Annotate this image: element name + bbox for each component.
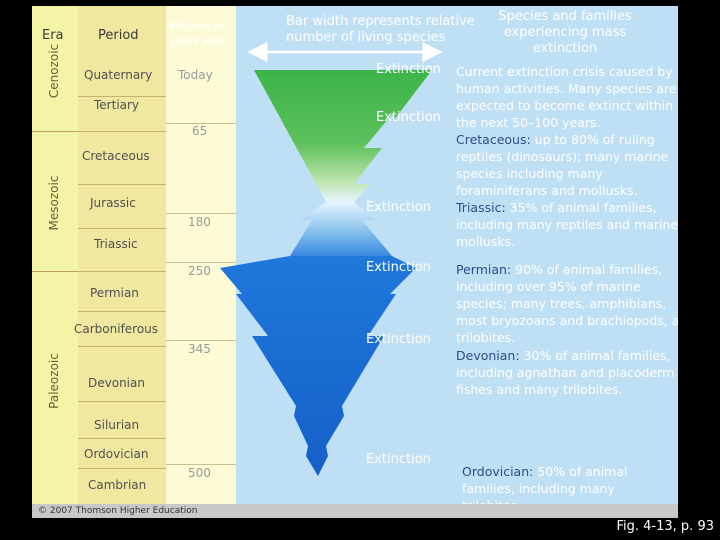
era-divider <box>32 271 78 272</box>
period-divider <box>78 96 166 97</box>
extinction-name: Triassic: <box>456 200 506 215</box>
extinction-label-cretaceous: Extinction <box>376 110 441 125</box>
extinction-text: Current extinction crisis caused by huma… <box>456 64 677 130</box>
extinction-label-permian: Extinction <box>366 260 431 275</box>
time-65: 65 <box>192 124 208 138</box>
extinction-text: 90% of animal families, including over 9… <box>456 262 678 345</box>
period-header: Period <box>98 28 139 43</box>
time-345: 345 <box>188 342 211 356</box>
period-cretaceous: Cretaceous <box>82 149 150 163</box>
time-180: 180 <box>188 215 211 229</box>
paleozoic-shape <box>220 256 416 476</box>
time-tick <box>166 464 236 465</box>
extinction-text: 30% of animal families, including agnath… <box>456 348 675 397</box>
diagram-panel: Era Period Millions of years ago Cenozoi… <box>32 6 678 518</box>
period-column <box>78 6 166 518</box>
extinction-name: Cretaceous: <box>456 132 531 147</box>
era-header: Era <box>42 28 64 43</box>
period-tertiary: Tertiary <box>94 98 140 112</box>
extinction-label-ordovician: Extinction <box>366 452 431 467</box>
copyright-notice: © 2007 Thomson Higher Education <box>32 504 678 518</box>
extinction-label-triassic: Extinction <box>366 200 431 215</box>
period-divider <box>78 184 166 185</box>
period-carboniferous: Carboniferous <box>74 322 159 336</box>
bar-width-note: Bar width represents relative number of … <box>286 14 475 45</box>
time-250: 250 <box>188 264 211 278</box>
extinction-text-triassic: Triassic: 35% of animal families, includ… <box>456 199 678 250</box>
period-triassic: Triassic <box>94 237 138 251</box>
period-divider <box>78 131 166 132</box>
time-500: 500 <box>188 466 211 480</box>
extinction-text-permian: Permian: 90% of animal families, includi… <box>456 261 678 346</box>
millions-header: Millions of years ago <box>169 20 225 47</box>
time-today: Today <box>178 68 213 82</box>
extinction-text-current: Current extinction crisis caused by huma… <box>456 63 678 131</box>
period-jurassic: Jurassic <box>90 196 136 210</box>
extinction-text-devonian: Devonian: 30% of animal families, includ… <box>456 347 678 398</box>
period-ordovician: Ordovician <box>84 447 149 461</box>
period-devonian: Devonian <box>88 376 145 390</box>
period-divider <box>78 311 166 312</box>
era-column <box>32 6 78 518</box>
species-width-diagram <box>220 42 443 476</box>
mass-extinction-header: Species and families experiencing mass e… <box>498 9 632 56</box>
period-divider <box>78 401 166 402</box>
period-cambrian: Cambrian <box>88 478 147 492</box>
period-quaternary: Quaternary <box>84 68 153 82</box>
era-divider <box>32 131 78 132</box>
time-tick <box>166 213 236 214</box>
period-silurian: Silurian <box>94 418 140 432</box>
extinction-label-current: Extinction <box>376 62 441 77</box>
time-tick <box>166 123 236 124</box>
time-tick <box>166 262 236 263</box>
extinction-label-devonian: Extinction <box>366 332 431 347</box>
extinction-name: Permian: <box>456 262 512 277</box>
period-divider <box>78 271 166 272</box>
extinction-name: Devonian: <box>456 348 520 363</box>
cenozoic-mesozoic-shape <box>254 70 432 202</box>
period-divider <box>78 228 166 229</box>
extinction-text: up to 80% of ruling reptiles (dinosaurs)… <box>456 132 669 198</box>
triassic-shape <box>290 202 392 256</box>
figure-reference: Fig. 4-13, p. 93 <box>616 519 715 534</box>
extinction-name: Ordovician: <box>462 464 534 479</box>
period-permian: Permian <box>90 286 139 300</box>
time-tick <box>166 340 236 341</box>
period-divider <box>78 468 166 469</box>
extinction-text-cretaceous: Cretaceous: up to 80% of ruling reptiles… <box>456 131 678 199</box>
period-divider <box>78 346 166 347</box>
extinction-text: 35% of animal families, including many r… <box>456 200 678 249</box>
period-divider <box>78 438 166 439</box>
